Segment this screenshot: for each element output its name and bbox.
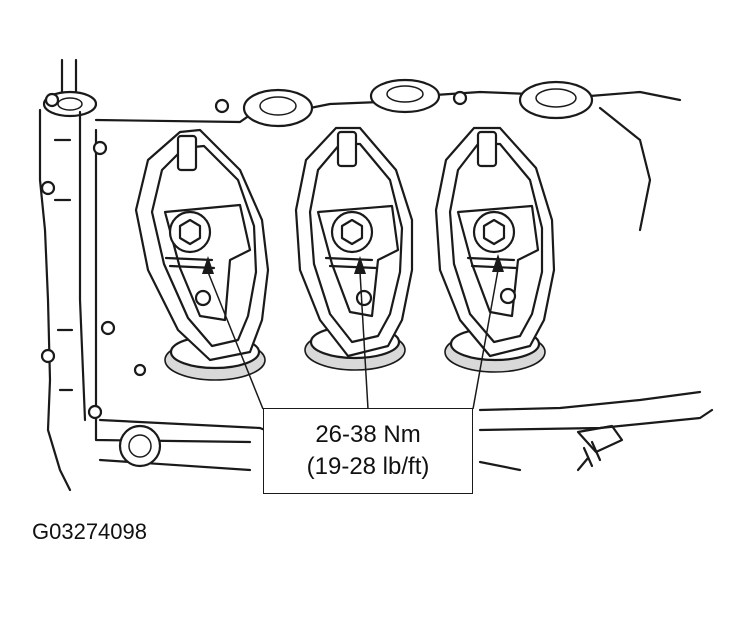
- figure-id: G03274098: [32, 519, 147, 544]
- spark-plug-icon: [576, 424, 624, 472]
- lower-bolt: [118, 424, 162, 468]
- torque-callout: 26-38 Nm (19-28 lb/ft): [263, 408, 473, 494]
- torque-value-nm: 26-38 Nm: [315, 421, 421, 448]
- leader-lines: [207, 269, 499, 410]
- torque-value-lbft: (19-28 lb/ft): [306, 453, 430, 480]
- rocker-arm-center: [294, 126, 414, 371]
- rocker-arm-right: [434, 126, 556, 373]
- boss-row: [40, 78, 594, 420]
- rocker-arm-left: [134, 128, 270, 381]
- stud-top-left: [42, 58, 98, 118]
